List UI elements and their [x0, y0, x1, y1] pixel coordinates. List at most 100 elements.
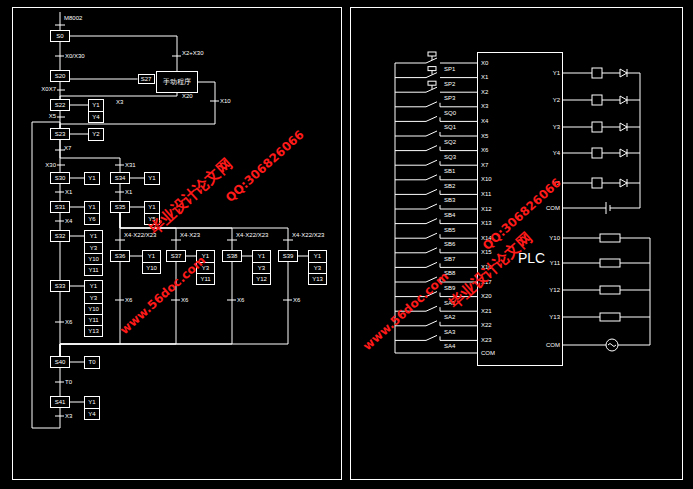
- sfc-link: [70, 207, 84, 208]
- wire: [395, 238, 426, 239]
- switch-contact: [440, 117, 441, 121]
- wire: [627, 73, 640, 74]
- wire: [440, 209, 477, 210]
- switch-label: SA2: [444, 314, 455, 321]
- switch-actuator: [432, 85, 433, 89]
- manual-program-box: 手动程序: [156, 71, 198, 93]
- output-action: Y6: [85, 213, 99, 224]
- switch-label: SP2: [444, 81, 455, 88]
- input-terminal: X2: [481, 89, 488, 96]
- diode-symbol: [620, 96, 627, 104]
- switch-contact: [440, 322, 441, 326]
- input-terminal: X20: [481, 293, 492, 300]
- output-action: Y1: [85, 231, 102, 242]
- wire: [395, 106, 426, 107]
- output-action: Y1: [85, 173, 99, 184]
- step-number: S0: [51, 31, 69, 41]
- wire: [602, 183, 620, 184]
- wire: [395, 165, 426, 166]
- output-action: Y1: [143, 251, 160, 262]
- sfc-link: [60, 242, 61, 280]
- transition-bar: [171, 240, 181, 241]
- switch-contact: [440, 161, 441, 165]
- step-number: S32: [51, 231, 69, 241]
- input-terminal: X23: [481, 337, 492, 344]
- switch-label: SQ2: [444, 139, 456, 146]
- wire: [620, 290, 650, 291]
- relay-coil: [592, 148, 602, 158]
- sfc-link: [70, 236, 84, 237]
- dc-source: [606, 202, 607, 214]
- action-box: Y1Y3Y10Y11Y13: [84, 280, 103, 337]
- step-box: S0: [50, 30, 70, 42]
- input-terminal: X0: [481, 60, 488, 67]
- action-box: Y1Y4: [84, 396, 100, 420]
- output-action: Y11: [85, 264, 102, 275]
- wire: [440, 150, 477, 151]
- switch-label: SB7: [444, 256, 455, 263]
- step-number: S35: [111, 202, 129, 212]
- step-box: S37: [166, 250, 186, 262]
- wire: [395, 282, 426, 283]
- diode-symbol: [620, 179, 627, 187]
- step-box: S27: [138, 74, 155, 84]
- step-number: S34: [111, 173, 129, 183]
- wire: [602, 73, 620, 74]
- init-condition: M8002: [64, 15, 82, 22]
- transition-bar: [115, 240, 125, 241]
- wire: [440, 92, 477, 93]
- switch-contact: [440, 249, 441, 253]
- wire: [602, 127, 620, 128]
- step-box: S34: [110, 172, 130, 184]
- program-name: 手动程序: [157, 72, 197, 92]
- sfc-link: [70, 36, 177, 71]
- transition-condition: X6: [292, 297, 301, 304]
- panel-border: [351, 8, 683, 480]
- wire: [395, 63, 426, 64]
- input-terminal: X22: [481, 322, 492, 329]
- sfc-link: [60, 262, 120, 356]
- input-terminal: X3: [481, 103, 488, 110]
- switch-contact: [426, 262, 437, 267]
- transition-condition: X1: [124, 189, 133, 196]
- transition-bar: [227, 240, 237, 241]
- input-terminal: X11: [481, 191, 491, 198]
- step-number: S36: [111, 251, 129, 261]
- switch-contact: [426, 233, 437, 238]
- pressure-switch-head: [428, 52, 436, 56]
- sfc-link: [70, 286, 84, 287]
- output-action: Y3: [85, 292, 102, 303]
- switch-contact: [440, 220, 441, 224]
- wire: [602, 100, 620, 101]
- switch-label: SQ0: [444, 110, 456, 117]
- wire: [563, 290, 600, 291]
- com-wire: [563, 345, 606, 346]
- switch-contact: [440, 103, 441, 107]
- sfc-link: [60, 262, 176, 356]
- switch-contact: [440, 132, 441, 136]
- relay-coil: [592, 122, 602, 132]
- output-action: Y13: [309, 273, 326, 284]
- output-action: Y10: [85, 253, 102, 264]
- wire: [440, 267, 477, 268]
- output-action: T0: [85, 357, 99, 368]
- output-terminal: Y1: [553, 70, 560, 77]
- transition-condition: X4·X23: [179, 232, 201, 239]
- action-box: T0: [84, 356, 100, 369]
- switch-contact: [426, 160, 437, 165]
- output-action: Y1: [85, 281, 102, 292]
- wire: [395, 340, 426, 341]
- contactor-coil: [600, 286, 620, 294]
- action-box: Y1Y3Y13: [308, 250, 327, 285]
- output-action: Y3: [85, 242, 102, 253]
- watermark: www.56doc.com: [361, 270, 452, 353]
- switch-contact: [426, 219, 437, 224]
- wire: [627, 153, 640, 154]
- sfc-link: [130, 256, 142, 257]
- wire: [563, 73, 592, 74]
- output-terminal: Y2: [553, 97, 560, 104]
- transition-condition: X4·X22/X23: [291, 232, 325, 239]
- step-box: S40: [50, 356, 70, 368]
- switch-actuator: [432, 71, 433, 75]
- sfc-link: [298, 256, 308, 257]
